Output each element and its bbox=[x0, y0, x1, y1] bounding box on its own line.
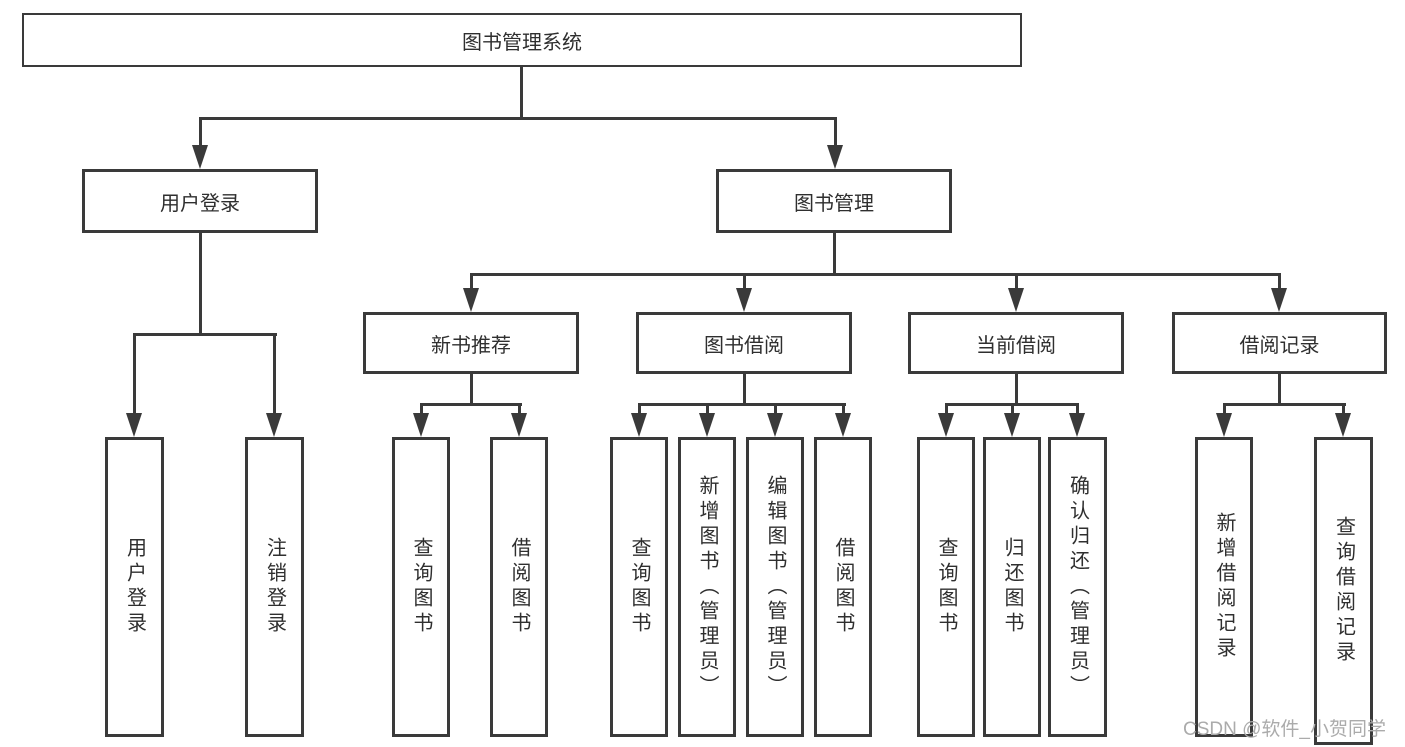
leaf-bb-add-books-admin: 新增图书（管理员） bbox=[678, 437, 736, 737]
connector-line bbox=[945, 403, 948, 416]
connector-line bbox=[743, 273, 746, 291]
connector-line bbox=[743, 374, 746, 406]
node-label: 当前借阅 bbox=[976, 334, 1056, 357]
connector-line bbox=[1223, 403, 1346, 406]
leaf-label: 查询图书 bbox=[935, 537, 957, 637]
connector-line bbox=[638, 403, 846, 406]
leaf-label: 查询图书 bbox=[410, 537, 432, 637]
connector-line bbox=[1278, 374, 1281, 406]
leaf-br-query-record: 查询借阅记录 bbox=[1314, 437, 1373, 745]
connector-line bbox=[706, 403, 709, 416]
leaf-label: 确认归还（管理员） bbox=[1066, 474, 1089, 700]
connector-line bbox=[1278, 273, 1281, 291]
leaf-nbr-borrow-books: 借阅图书 bbox=[490, 437, 548, 737]
arrowhead-down bbox=[1335, 413, 1351, 437]
node-book-management: 图书管理 bbox=[716, 169, 952, 233]
arrowhead-down bbox=[835, 413, 851, 437]
connector-line bbox=[774, 403, 777, 416]
arrowhead-down bbox=[699, 413, 715, 437]
node-label: 借阅记录 bbox=[1239, 334, 1320, 357]
connector-line bbox=[199, 117, 837, 120]
leaf-label: 借阅图书 bbox=[832, 537, 854, 637]
node-user-login: 用户登录 bbox=[82, 169, 318, 233]
node-book-borrowing: 图书借阅 bbox=[636, 312, 852, 374]
arrowhead-down bbox=[266, 413, 282, 437]
arrowhead-down bbox=[631, 413, 647, 437]
arrowhead-down bbox=[463, 288, 479, 312]
connector-line bbox=[834, 117, 837, 148]
node-label: 图书管理 bbox=[794, 192, 874, 215]
connector-line bbox=[199, 117, 202, 148]
leaf-label: 借阅图书 bbox=[508, 537, 530, 637]
leaf-cb-return-books: 归还图书 bbox=[983, 437, 1041, 737]
leaf-label: 编辑图书（管理员） bbox=[764, 474, 786, 700]
node-library-management-system: 图书管理系统 bbox=[22, 13, 1022, 67]
leaf-label: 用户登录 bbox=[123, 537, 146, 637]
connector-line bbox=[1015, 374, 1018, 406]
arrowhead-down bbox=[1271, 288, 1287, 312]
node-label: 新书推荐 bbox=[431, 334, 511, 357]
watermark: CSDN @软件_小贺同学 bbox=[1183, 719, 1386, 740]
connector-line bbox=[133, 333, 136, 416]
arrowhead-down bbox=[1069, 413, 1085, 437]
connector-line bbox=[420, 403, 423, 416]
connector-line bbox=[1342, 403, 1345, 416]
arrowhead-down bbox=[511, 413, 527, 437]
connector-line bbox=[833, 233, 836, 276]
arrowhead-down bbox=[1216, 413, 1232, 437]
connector-line bbox=[842, 403, 845, 416]
node-new-book-recommendation: 新书推荐 bbox=[363, 312, 579, 374]
leaf-label: 新增图书（管理员） bbox=[696, 474, 718, 700]
connector-line bbox=[518, 403, 521, 416]
connector-line bbox=[133, 333, 277, 336]
connector-line bbox=[420, 403, 522, 406]
connector-line bbox=[1011, 403, 1014, 416]
leaf-bb-borrow-books: 借阅图书 bbox=[814, 437, 872, 737]
connector-line bbox=[1223, 403, 1226, 416]
arrowhead-down bbox=[938, 413, 954, 437]
leaf-user-login: 用户登录 bbox=[105, 437, 164, 737]
arrowhead-down bbox=[192, 145, 208, 169]
leaf-label: 新增借阅记录 bbox=[1213, 512, 1235, 662]
connector-line bbox=[470, 273, 1281, 276]
connector-line bbox=[273, 333, 276, 416]
arrowhead-down bbox=[413, 413, 429, 437]
leaf-bb-edit-books-admin: 编辑图书（管理员） bbox=[746, 437, 804, 737]
arrowhead-down bbox=[1004, 413, 1020, 437]
connector-line bbox=[470, 374, 473, 406]
arrowhead-down bbox=[1008, 288, 1024, 312]
arrowhead-down bbox=[126, 413, 142, 437]
connector-line bbox=[1015, 273, 1018, 291]
connector-line bbox=[199, 233, 202, 336]
node-label: 图书管理系统 bbox=[462, 31, 582, 54]
leaf-br-add-record: 新增借阅记录 bbox=[1195, 437, 1253, 737]
connector-line bbox=[470, 273, 473, 291]
leaf-bb-query-books: 查询图书 bbox=[610, 437, 668, 737]
leaf-nbr-query-books: 查询图书 bbox=[392, 437, 450, 737]
leaf-label: 查询借阅记录 bbox=[1332, 516, 1355, 666]
node-label: 用户登录 bbox=[160, 192, 240, 215]
leaf-cb-query-books: 查询图书 bbox=[917, 437, 975, 737]
arrowhead-down bbox=[736, 288, 752, 312]
connector-line bbox=[520, 67, 523, 118]
leaf-label: 归还图书 bbox=[1001, 537, 1023, 637]
arrowhead-down bbox=[827, 145, 843, 169]
leaf-label: 注销登录 bbox=[263, 537, 286, 637]
node-borrowing-records: 借阅记录 bbox=[1172, 312, 1387, 374]
leaf-logout: 注销登录 bbox=[245, 437, 304, 737]
connector-line bbox=[1076, 403, 1079, 416]
connector-line bbox=[638, 403, 641, 416]
leaf-cb-confirm-return-admin: 确认归还（管理员） bbox=[1048, 437, 1107, 737]
leaf-label: 查询图书 bbox=[628, 537, 650, 637]
node-label: 图书借阅 bbox=[704, 334, 784, 357]
arrowhead-down bbox=[767, 413, 783, 437]
node-current-borrowing: 当前借阅 bbox=[908, 312, 1124, 374]
